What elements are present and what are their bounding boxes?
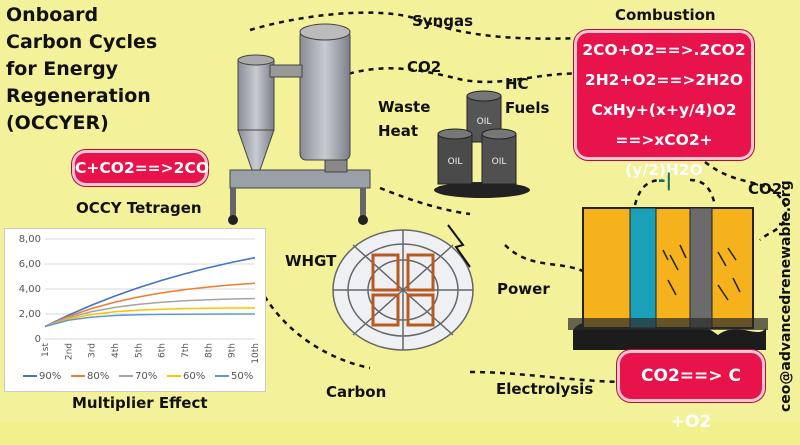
barrel-label-3: OIL bbox=[492, 157, 507, 167]
oil-barrel-icon: OIL bbox=[437, 128, 473, 185]
electrolysis-cell-illustration bbox=[568, 207, 768, 350]
legend-entry: 70% bbox=[135, 371, 157, 382]
y-tick-label: 2,00 bbox=[19, 309, 41, 320]
whgt-turbine-illustration bbox=[332, 224, 474, 351]
legend-entry: 80% bbox=[87, 371, 109, 382]
syngas-flow bbox=[249, 11, 586, 40]
tetragen-equation: C+CO2==>2CO bbox=[75, 159, 209, 177]
x-tick-label: 4th bbox=[111, 343, 121, 358]
cell-feed-right bbox=[689, 178, 717, 207]
series-line-60pct bbox=[44, 307, 256, 328]
diagram-canvas: Onboard Carbon Cycles for Energy Regener… bbox=[0, 0, 800, 432]
page-title: Onboard Carbon Cycles for Energy Regener… bbox=[6, 4, 158, 134]
electrolysis-equation-box: CO2==> C +O2 bbox=[617, 350, 765, 432]
oil-barrel-icon: OIL bbox=[481, 128, 517, 185]
power-label: Power bbox=[497, 280, 550, 298]
waste-heat-flow bbox=[379, 186, 471, 216]
combustion-equation-2: 2H2+O2==>2H2O bbox=[584, 71, 744, 89]
combustion-equation-4: ==>xCO2+(y/2)H2O bbox=[615, 131, 713, 179]
barrel-label-2: OIL bbox=[448, 157, 463, 167]
co2-flow-top bbox=[329, 67, 591, 84]
electrolysis-symbol: -| bbox=[658, 170, 673, 191]
contact-email: ceo@advancedrenewable.org bbox=[778, 180, 794, 412]
series-line-50pct bbox=[44, 313, 255, 328]
x-tick-label: 6th bbox=[158, 343, 168, 358]
x-tick-label: 10th bbox=[251, 343, 261, 364]
syngas-label: Syngas bbox=[412, 12, 474, 30]
legend-entry: 90% bbox=[39, 371, 61, 382]
tetragen-equation-box: C+CO2==>2CO bbox=[72, 150, 209, 186]
x-tick-label: 2nd bbox=[64, 343, 74, 360]
y-tick-label: 0 bbox=[35, 334, 41, 345]
electrolysis-equation: CO2==> C +O2 bbox=[641, 366, 741, 432]
cell-feed-left bbox=[633, 178, 663, 206]
whgt-label: WHGT bbox=[285, 252, 337, 270]
carbon-label: Carbon bbox=[326, 383, 387, 401]
gasifier-illustration bbox=[228, 23, 371, 225]
y-tick-label: 8,00 bbox=[19, 234, 41, 245]
multiplier-effect-label: Multiplier Effect bbox=[72, 394, 208, 412]
x-tick-label: 5th bbox=[134, 343, 144, 358]
combustion-equation-3: CxHy+(x+y/4)O2 bbox=[591, 101, 737, 119]
legend-entry: 50% bbox=[231, 371, 253, 382]
x-tick-label: 9th bbox=[228, 343, 238, 358]
co2-label-top: CO2 bbox=[407, 58, 442, 76]
series-line-90pct bbox=[44, 256, 256, 328]
hc-fuels-label: HC Fuels bbox=[505, 75, 550, 117]
x-tick-label: 1st bbox=[41, 343, 51, 357]
oil-barrels-illustration: OIL OIL OIL bbox=[434, 90, 530, 198]
legend-entry: 60% bbox=[183, 371, 205, 382]
series-line-80pct bbox=[44, 282, 256, 328]
combustion-equation-1: 2CO+O2==>.2CO2 bbox=[582, 41, 746, 59]
electrolysis-label: Electrolysis bbox=[496, 380, 594, 398]
combustion-label: Combustion bbox=[615, 6, 716, 24]
y-tick-label: 6,00 bbox=[19, 259, 41, 270]
x-tick-label: 7th bbox=[181, 343, 191, 358]
x-tick-label: 8th bbox=[204, 343, 214, 358]
electrolysis-flow bbox=[469, 370, 621, 384]
combustion-equation-box: 2CO+O2==>.2CO2 2H2+O2==>2H2O CxHy+(x+y/4)O… bbox=[574, 30, 754, 179]
occy-tetragen-label: OCCY Tetragen bbox=[76, 199, 202, 217]
y-tick-label: 4,00 bbox=[19, 284, 41, 295]
waste-heat-label: Waste Heat bbox=[378, 98, 431, 140]
co2-label-right: CO2 bbox=[748, 180, 783, 198]
power-flow bbox=[504, 244, 586, 274]
x-tick-label: 3rd bbox=[88, 343, 98, 358]
series-line-70pct bbox=[44, 297, 256, 328]
barrel-label-1: OIL bbox=[477, 117, 492, 127]
